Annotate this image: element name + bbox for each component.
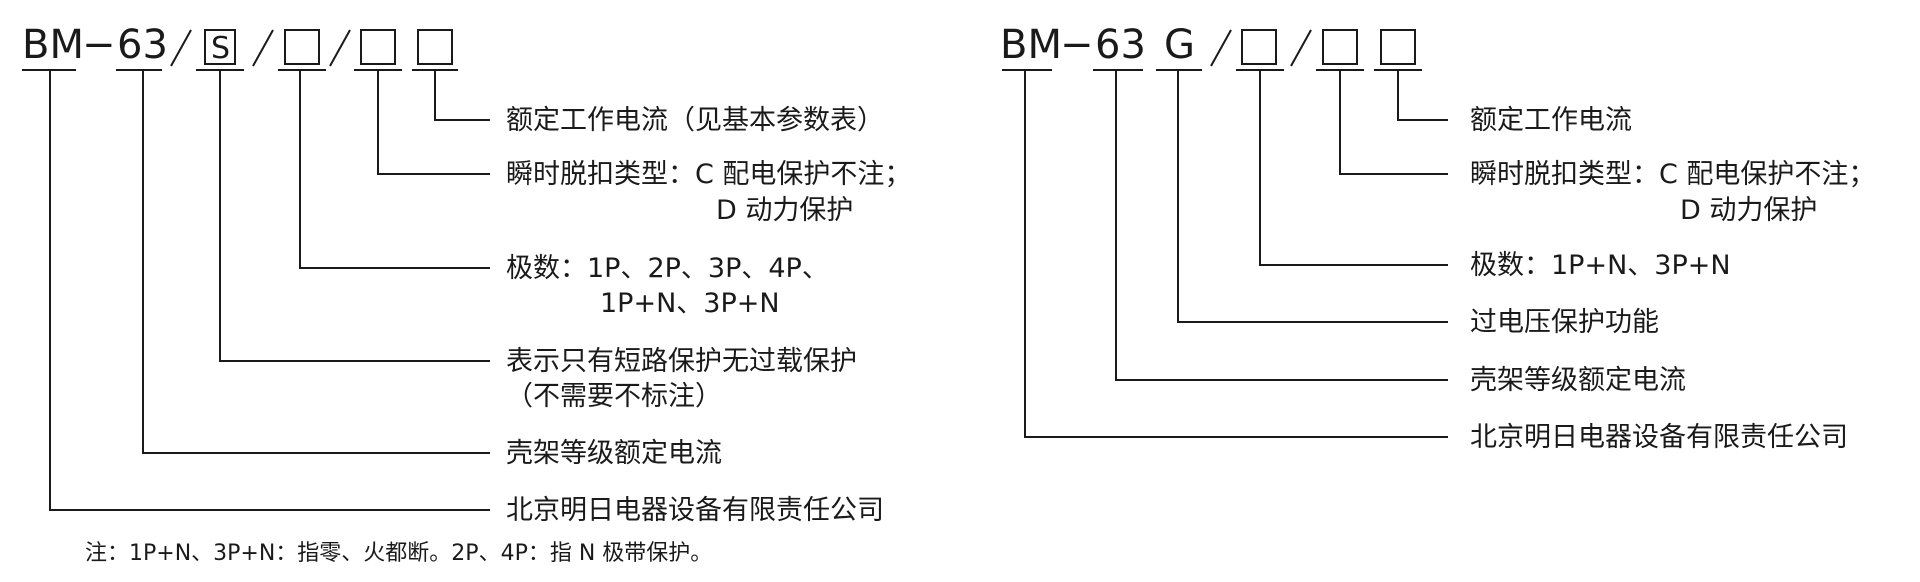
left-label-short-line2: （不需要不标注） [506, 381, 722, 412]
left-code-rating: 63 [117, 22, 168, 68]
right-label-company: 北京明日电器设备有限责任公司 [1470, 422, 1848, 453]
right-code-rating: 63 [1095, 22, 1146, 68]
left-leader-s [219, 70, 490, 362]
right-leader-trip [1339, 70, 1448, 175]
left-s-box [204, 29, 236, 65]
left-label-poles-line2: 1P+N、3P+N [600, 288, 780, 319]
left-code-s-mark: S [211, 31, 230, 66]
right-code-g-mark: G [1164, 22, 1195, 68]
left-leader-company [49, 70, 490, 511]
right-label-trip-line2: D 动力保护 [1680, 195, 1817, 226]
left-slot-box-current [417, 29, 453, 65]
right-leader-company [1024, 70, 1448, 438]
left-label-poles-line1: 极数：1P、2P、3P、4P、 [506, 253, 829, 284]
left-code-prefix: BM [22, 22, 84, 68]
right-leader-current [1397, 70, 1448, 121]
left-label-company: 北京明日电器设备有限责任公司 [506, 495, 884, 526]
right-code-dash: − [1060, 22, 1094, 68]
right-label-trip-line1: 瞬时脱扣类型：C 配电保护不注； [1470, 159, 1875, 190]
left-label-current: 额定工作电流（见基本参数表） [506, 105, 884, 136]
right-slot-box-trip [1322, 29, 1358, 65]
left-leader-frame [142, 70, 490, 454]
left-slot-box-poles [284, 29, 320, 65]
right-label-current: 额定工作电流 [1470, 105, 1632, 136]
left-code-dash: − [82, 22, 116, 68]
right-slot-box-current [1380, 29, 1416, 65]
right-label-frame: 壳架等级额定电流 [1470, 365, 1686, 396]
left-label-trip-line2: D 动力保护 [716, 195, 853, 226]
right-leader-poles [1259, 70, 1448, 266]
right-slash-1 [1210, 29, 1232, 67]
left-leader-poles [299, 70, 490, 269]
right-code-prefix: BM [1000, 22, 1062, 68]
left-label-short-line1: 表示只有短路保护无过载保护 [506, 346, 857, 377]
right-label-overvoltage: 过电压保护功能 [1470, 307, 1659, 338]
right-slash-2 [1290, 29, 1312, 67]
left-leader-trip [377, 70, 490, 175]
left-leader-current [434, 70, 490, 121]
left-label-frame: 壳架等级额定电流 [506, 438, 722, 469]
right-leader-overvoltage [1177, 70, 1448, 323]
right-label-poles: 极数：1P+N、3P+N [1470, 250, 1731, 281]
right-leader-frame [1115, 70, 1448, 381]
right-leader-lines [1024, 70, 1448, 438]
left-code-symbols [204, 29, 453, 65]
left-slashes [170, 29, 351, 67]
right-code-symbols [1241, 29, 1416, 65]
left-slash-2 [252, 29, 274, 67]
right-slashes [1210, 29, 1312, 67]
left-slot-box-trip [360, 29, 396, 65]
left-slash-1 [170, 29, 192, 67]
left-leader-lines [49, 70, 490, 511]
left-label-trip-line1: 瞬时脱扣类型：C 配电保护不注； [506, 159, 911, 190]
right-slot-box-poles [1241, 29, 1277, 65]
left-footnote: 注：1P+N、3P+N：指零、火都断。2P、4P：指 N 极带保护。 [85, 541, 712, 566]
left-slash-3 [329, 29, 351, 67]
